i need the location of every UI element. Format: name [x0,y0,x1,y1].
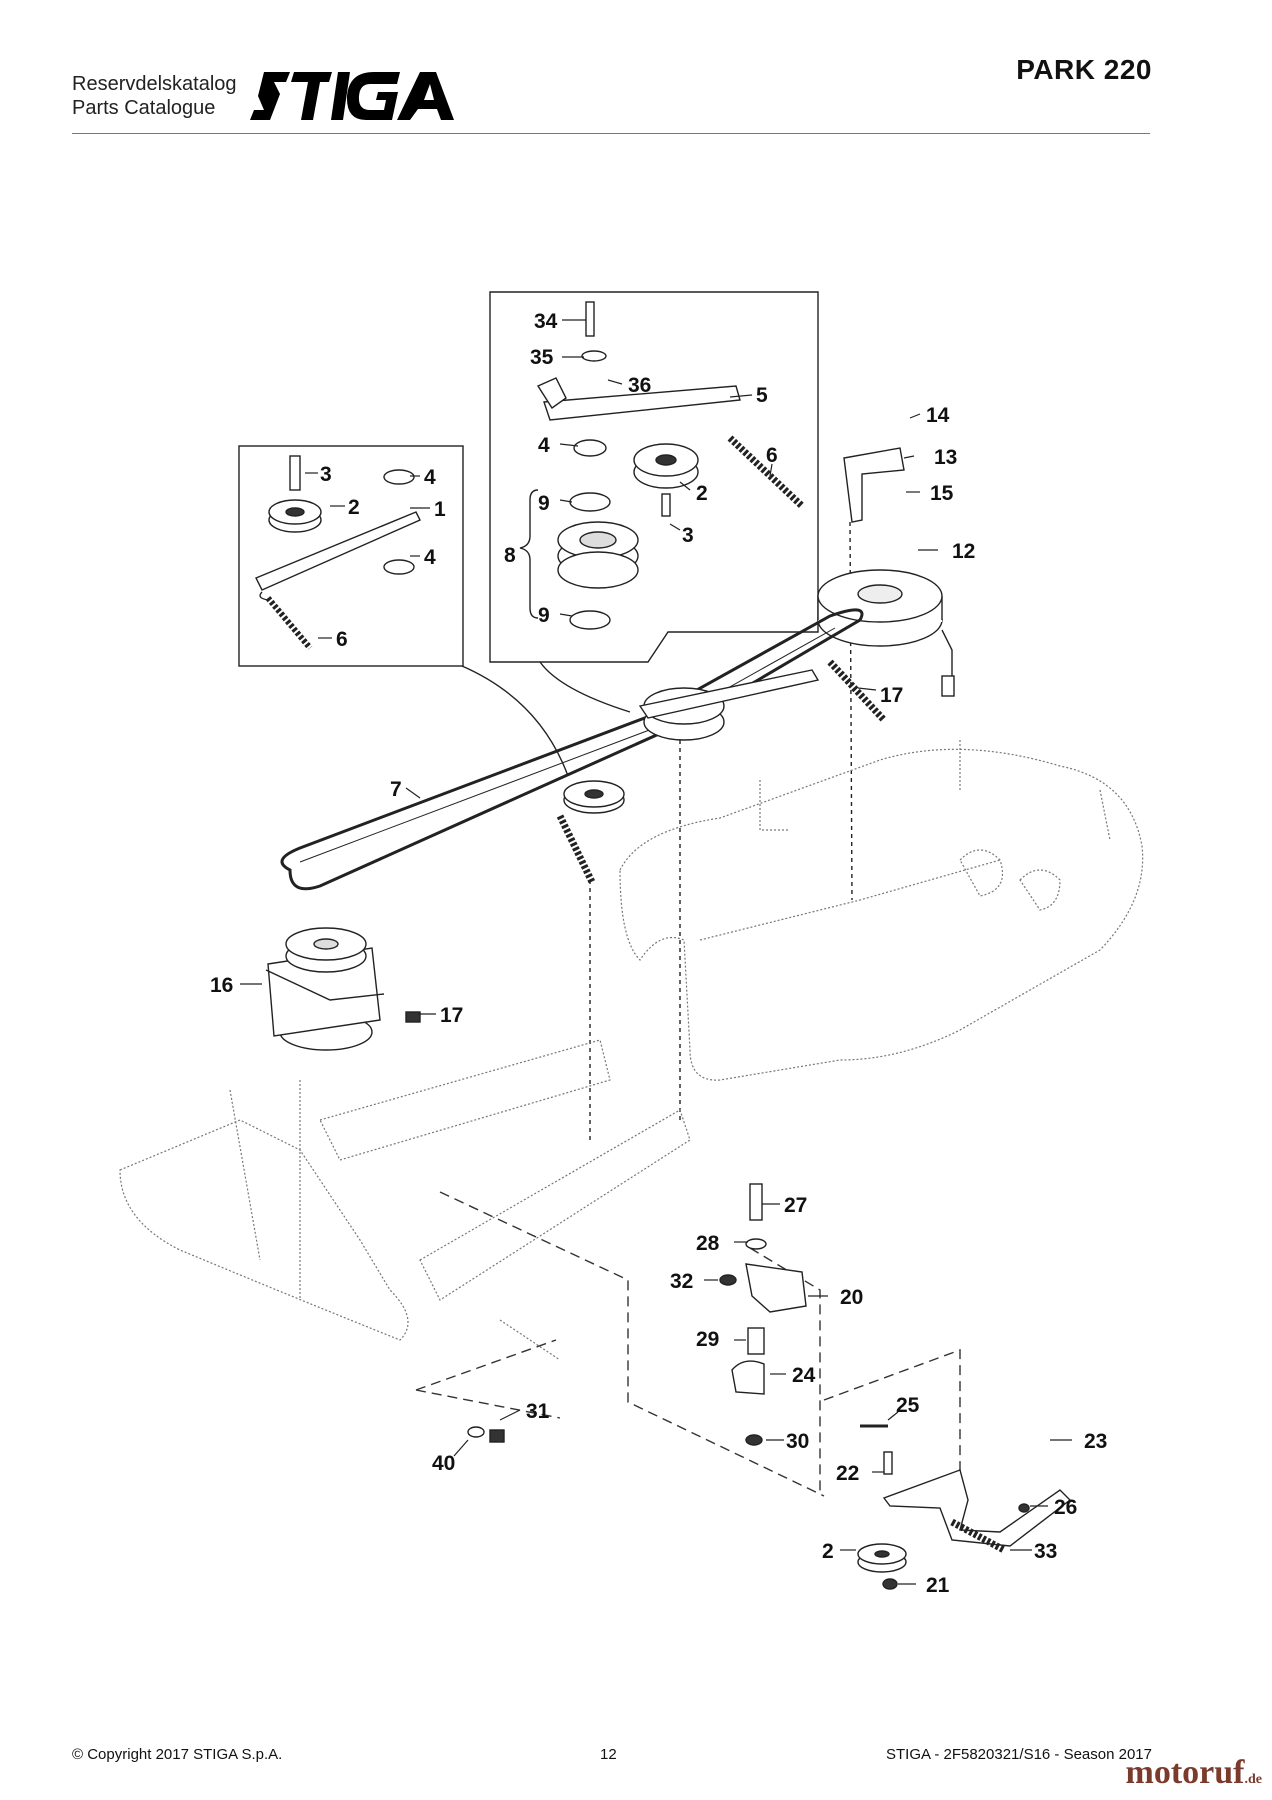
callout-14: 14 [926,404,950,427]
callout-30: 30 [786,1430,809,1453]
callout-28: 28 [696,1232,720,1255]
catalog-title: Reservdelskatalog Parts Catalogue [72,72,237,120]
callout-27: 27 [784,1194,807,1217]
pto-clutch-drawing [817,569,955,697]
belt-drawing [280,608,864,891]
copyright-text: © Copyright 2017 STIGA S.p.A. [72,1746,283,1763]
tractor-frame-drawing [119,1039,691,1361]
assembly-guide-lines [415,1191,961,1540]
mower-deck-drawing [619,740,1144,1081]
callout-4: 4 [424,466,436,489]
callout-17: 17 [880,684,903,707]
lower-parts-drawing [467,1183,1072,1590]
callout-32: 32 [670,1270,693,1293]
inset-box-tensioner [489,291,819,663]
motoruf-watermark: motoruf.de [1126,1754,1262,1792]
callout-6: 6 [336,628,348,651]
belt-pulleys-drawing [556,659,887,1140]
stiga-logo [250,72,454,120]
callout-4: 4 [538,434,550,457]
inset-box-idler-arm [238,445,464,667]
tensioner-drawing [519,301,805,630]
idler-arm-drawing [255,455,421,650]
callout-17: 17 [440,1004,463,1027]
callout-20: 20 [840,1286,863,1309]
callout-1: 1 [434,498,446,521]
callout-9: 9 [538,604,550,627]
callout-7: 7 [390,778,402,801]
model-name: PARK 220 [1016,54,1152,85]
callout-12: 12 [952,540,975,563]
callout-23: 23 [1084,1430,1107,1453]
callout-arrow-tensioner [539,661,631,713]
callout-9: 9 [538,492,550,515]
callout-34: 34 [534,310,558,333]
callout-22: 22 [836,1462,859,1485]
callout-24: 24 [792,1364,816,1387]
document-reference: STIGA - 2F5820321/S16 - Season 2017 [885,1746,1152,1763]
callout-3: 3 [320,463,332,486]
leader-lines [240,319,1072,1585]
catalog-title-swedish: Reservdelskatalog [72,73,237,95]
callout-16: 16 [210,974,233,997]
callout-26: 26 [1054,1496,1077,1519]
callout-3: 3 [682,524,694,547]
callout-4: 4 [424,546,436,569]
callout-15: 15 [930,482,954,505]
header-divider [72,133,1150,134]
callout-6: 6 [766,444,778,467]
page-number: 12 [600,1746,617,1763]
callout-31: 31 [526,1400,550,1423]
callout-25: 25 [896,1394,920,1417]
callout-29: 29 [696,1328,719,1351]
callout-36: 36 [628,374,651,397]
callout-13: 13 [934,446,957,469]
callout-21: 21 [926,1574,950,1597]
callout-33: 33 [1034,1540,1057,1563]
callout-35: 35 [530,346,554,369]
bracket-drawing [843,447,905,901]
callout-40: 40 [432,1452,455,1475]
catalog-title-english: Parts Catalogue [72,97,216,119]
callout-2: 2 [822,1540,834,1563]
gearbox-pulley-drawing [265,927,421,1051]
callout-8: 8 [504,544,516,567]
callout-5: 5 [756,384,768,407]
callout-arrow-idler [461,665,569,777]
callout-2: 2 [696,482,708,505]
watermark-suffix: .de [1244,1772,1263,1787]
watermark-name: motoruf [1125,1754,1245,1791]
callout-2: 2 [348,496,360,519]
